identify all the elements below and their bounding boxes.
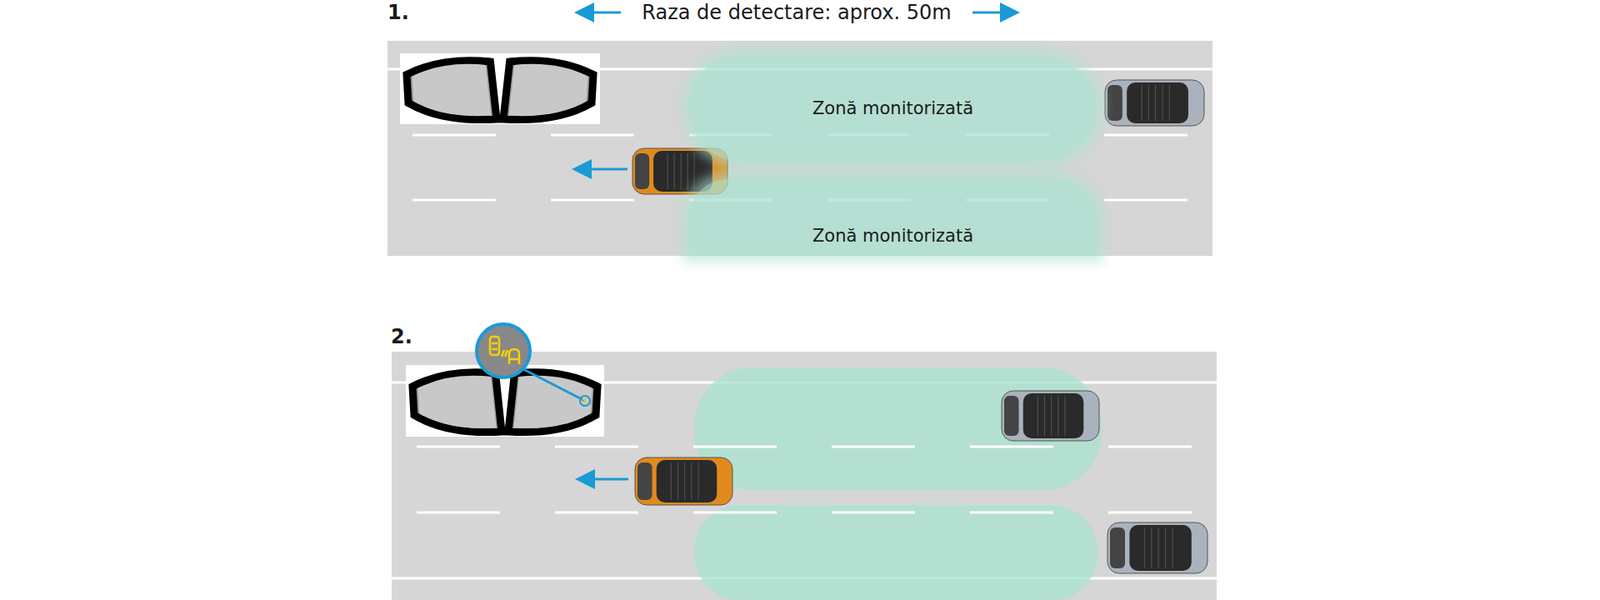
mirror: [503, 60, 594, 120]
panel-number: 1.: [387, 0, 410, 25]
car: [635, 457, 733, 505]
car-roof: [656, 460, 718, 503]
roof-rail: [1044, 395, 1045, 436]
lane-dash: [416, 445, 500, 449]
windshield: [637, 462, 653, 500]
warning-spot: [582, 398, 585, 404]
direction-arrow: [580, 478, 629, 481]
zone-label: Zonă monitorizată: [812, 98, 974, 119]
lane-dash: [831, 445, 915, 449]
lane-dash: [412, 134, 496, 137]
lane-dash: [555, 511, 639, 515]
car-roof: [1129, 525, 1191, 571]
roof-rail: [674, 153, 675, 190]
roof-rail: [1172, 527, 1174, 569]
roof-rail: [1065, 395, 1066, 436]
roof-rail: [687, 153, 689, 190]
roof-rail: [1050, 395, 1052, 436]
windshield: [1004, 395, 1020, 436]
roof-rail: [690, 462, 692, 500]
lane-dash: [1108, 445, 1192, 449]
lane-dash: [1104, 199, 1188, 202]
roof-rail: [1144, 527, 1145, 569]
lane-dash: [550, 199, 635, 202]
mirror-glass: [508, 64, 588, 116]
warning-icon: [490, 336, 520, 365]
mirror: [406, 60, 497, 120]
monitored-zone: Zonă monitorizată: [689, 178, 1097, 256]
mirror: [508, 372, 598, 433]
mirrors: [400, 53, 605, 437]
roof-rail: [1037, 395, 1039, 436]
roof-rail: [1141, 85, 1143, 121]
windshield: [1110, 527, 1125, 569]
monitored-zone: [694, 367, 1102, 490]
zone-label: Zonă monitorizată: [812, 225, 974, 246]
roof-rail: [684, 462, 685, 500]
lane-dash: [1104, 134, 1188, 137]
roof-rail: [1169, 85, 1170, 121]
roof-rail: [680, 153, 682, 190]
car: [1107, 522, 1208, 574]
mirror-panel: [400, 53, 600, 125]
lane-dash: [970, 445, 1054, 449]
car: [1105, 80, 1205, 126]
lane-dash: [693, 511, 777, 515]
dimension-label: Raza de detectare: aprox. 50m: [641, 0, 951, 25]
lane-dashes: [412, 135, 1192, 513]
car-roof: [1023, 393, 1085, 439]
roof-rail: [1162, 85, 1164, 121]
lane-dash: [831, 511, 915, 515]
panel-number: 2.: [390, 325, 413, 349]
lane-dash: [412, 199, 496, 202]
monitored-zone: Zonă monitorizată: [689, 55, 1097, 161]
monitored-zone: [694, 505, 1098, 600]
dimension-arrow: [972, 11, 1015, 15]
car-body: [1105, 80, 1205, 126]
roof-rail: [1165, 527, 1166, 569]
roof-rail: [694, 153, 695, 190]
car-body: [1107, 522, 1208, 574]
roof-rail: [1150, 527, 1152, 569]
car-body: [1001, 390, 1100, 441]
mirror-glass: [411, 64, 491, 116]
roof-rail: [1155, 85, 1156, 121]
road: [387, 40, 1213, 256]
mirror: [412, 372, 502, 433]
car-body: [635, 457, 733, 505]
lane-dash: [555, 445, 639, 449]
roof-rail: [1158, 527, 1160, 569]
mirror-glass: [417, 375, 496, 429]
roof-rail: [1148, 85, 1150, 121]
lane-dash: [1108, 511, 1192, 515]
windshield: [635, 153, 650, 190]
roof-rail: [667, 153, 669, 190]
lane-dash: [550, 134, 635, 137]
warning-icon: [476, 324, 530, 378]
car-roof: [653, 150, 713, 192]
windshield: [1107, 85, 1123, 121]
warning-spot: [580, 395, 590, 406]
roof-rail: [677, 462, 679, 500]
roof-rail: [698, 462, 700, 500]
car-roof: [1126, 82, 1189, 124]
roof-rail: [1057, 395, 1059, 436]
road: [391, 351, 1217, 600]
roof-rail: [670, 462, 672, 500]
lane-dash: [693, 445, 777, 449]
leader-line: [518, 366, 585, 401]
car: [1001, 390, 1100, 441]
lane-dash: [416, 511, 500, 515]
lane-dash: [970, 511, 1054, 515]
dimension-arrow: [579, 11, 621, 15]
direction-arrow: [576, 168, 628, 171]
